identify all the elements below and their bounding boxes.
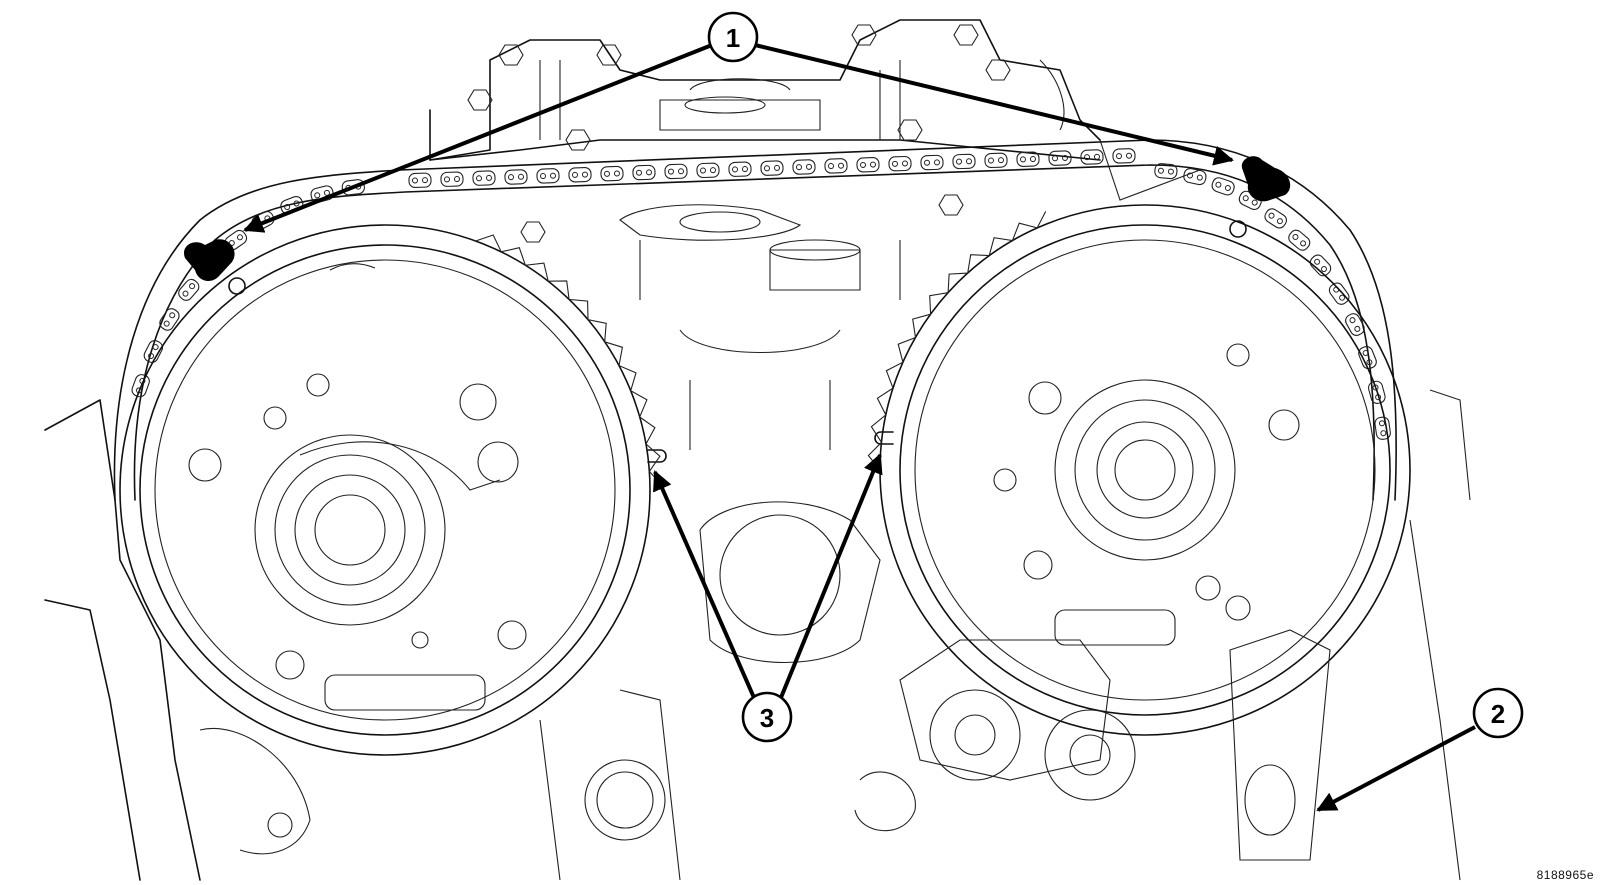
figure-id: 8188965e xyxy=(1536,868,1594,882)
callout-3: 3 xyxy=(741,691,793,743)
left-cam-sprocket xyxy=(119,224,667,756)
head-bolts xyxy=(467,24,1011,243)
callout-2-label: 2 xyxy=(1491,699,1505,729)
callout-3-label: 3 xyxy=(760,703,774,733)
engine-head-outline xyxy=(429,19,1201,450)
timing-marks xyxy=(184,156,1291,295)
callout-1: 1 xyxy=(707,11,759,63)
engine-block-lower xyxy=(44,389,1471,881)
timing-chain xyxy=(113,139,1397,501)
sprocket-teeth xyxy=(475,211,1047,486)
callout-2: 2 xyxy=(1472,687,1524,739)
leader-arrows xyxy=(243,43,1476,812)
callout-1-label: 1 xyxy=(726,23,740,53)
right-cam-sprocket xyxy=(874,204,1411,736)
